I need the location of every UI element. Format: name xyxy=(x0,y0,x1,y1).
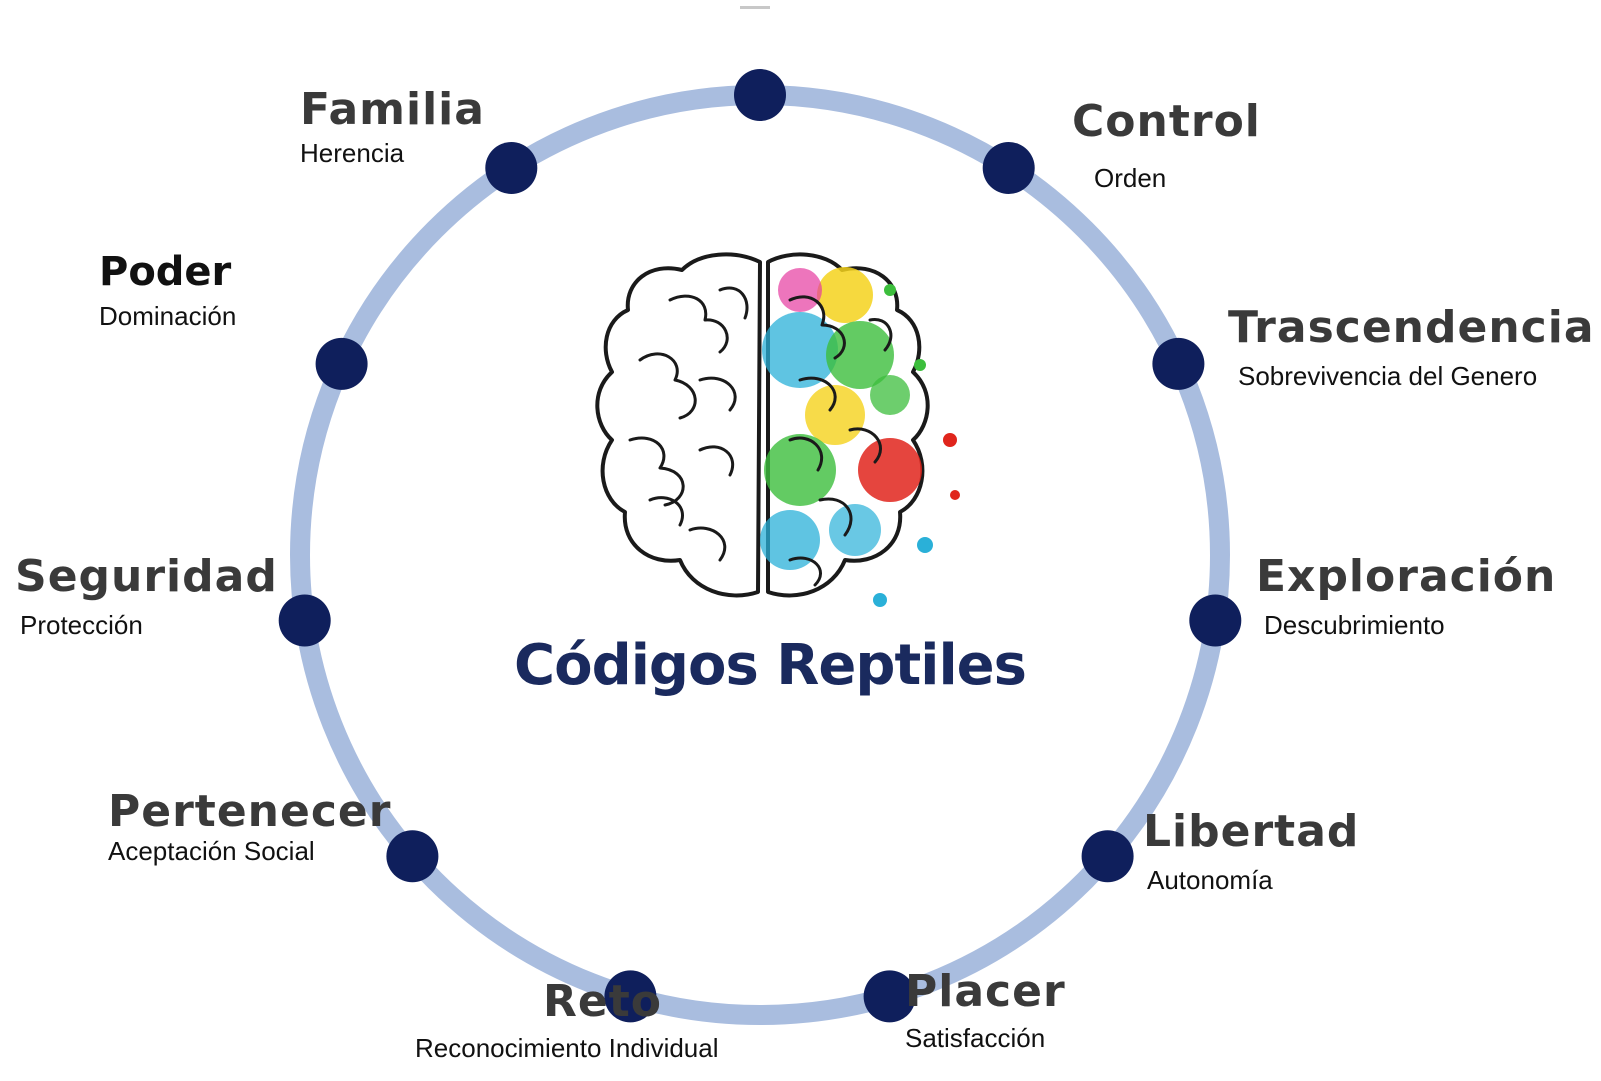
node-title-reto: Reto xyxy=(543,976,662,1027)
brain-illustration xyxy=(595,252,960,607)
node-subtitle-exploracion: Descubrimiento xyxy=(1264,610,1445,640)
node-dot-control xyxy=(982,142,1035,194)
node-dot-trascendencia xyxy=(1152,337,1205,390)
node-title-pertenecer: Pertenecer xyxy=(108,786,392,837)
top-mark xyxy=(740,6,770,9)
node-subtitle-familia: Herencia xyxy=(300,138,405,168)
node-dot-seguridad xyxy=(278,594,331,647)
node-dot-poder xyxy=(315,337,368,390)
node-dot-pertenecer xyxy=(386,830,439,883)
node-title-poder: Poder xyxy=(99,249,232,295)
node-dot-placer xyxy=(863,970,916,1023)
node-title-libertad: Libertad xyxy=(1143,806,1360,857)
node-subtitle-placer: Satisfacción xyxy=(905,1023,1046,1053)
node-title-familia: Familia xyxy=(300,84,485,135)
node-dot-top xyxy=(734,69,786,121)
brain-left-hemisphere xyxy=(595,252,762,598)
node-subtitle-poder: Dominación xyxy=(99,301,237,331)
center-title: Códigos Reptiles xyxy=(514,633,1027,698)
node-subtitle-control: Orden xyxy=(1094,163,1167,193)
node-dot-reto xyxy=(604,970,657,1023)
node-subtitle-seguridad: Protección xyxy=(20,610,143,640)
node-title-seguridad: Seguridad xyxy=(15,551,278,602)
node-dot-exploracion xyxy=(1189,594,1242,647)
node-subtitle-reto: Reconocimiento Individual xyxy=(415,1033,719,1063)
nodes-layer xyxy=(278,69,1242,1023)
node-title-exploracion: Exploración xyxy=(1256,551,1557,602)
node-subtitle-pertenecer: Aceptación Social xyxy=(108,836,315,866)
node-subtitle-trascendencia: Sobrevivencia del Genero xyxy=(1238,361,1538,391)
node-dot-familia xyxy=(485,142,538,194)
node-title-control: Control xyxy=(1072,96,1261,147)
node-title-trascendencia: Trascendencia xyxy=(1228,302,1595,353)
node-dot-libertad xyxy=(1081,830,1134,883)
node-title-placer: Placer xyxy=(905,966,1066,1017)
node-subtitle-libertad: Autonomía xyxy=(1147,865,1273,895)
